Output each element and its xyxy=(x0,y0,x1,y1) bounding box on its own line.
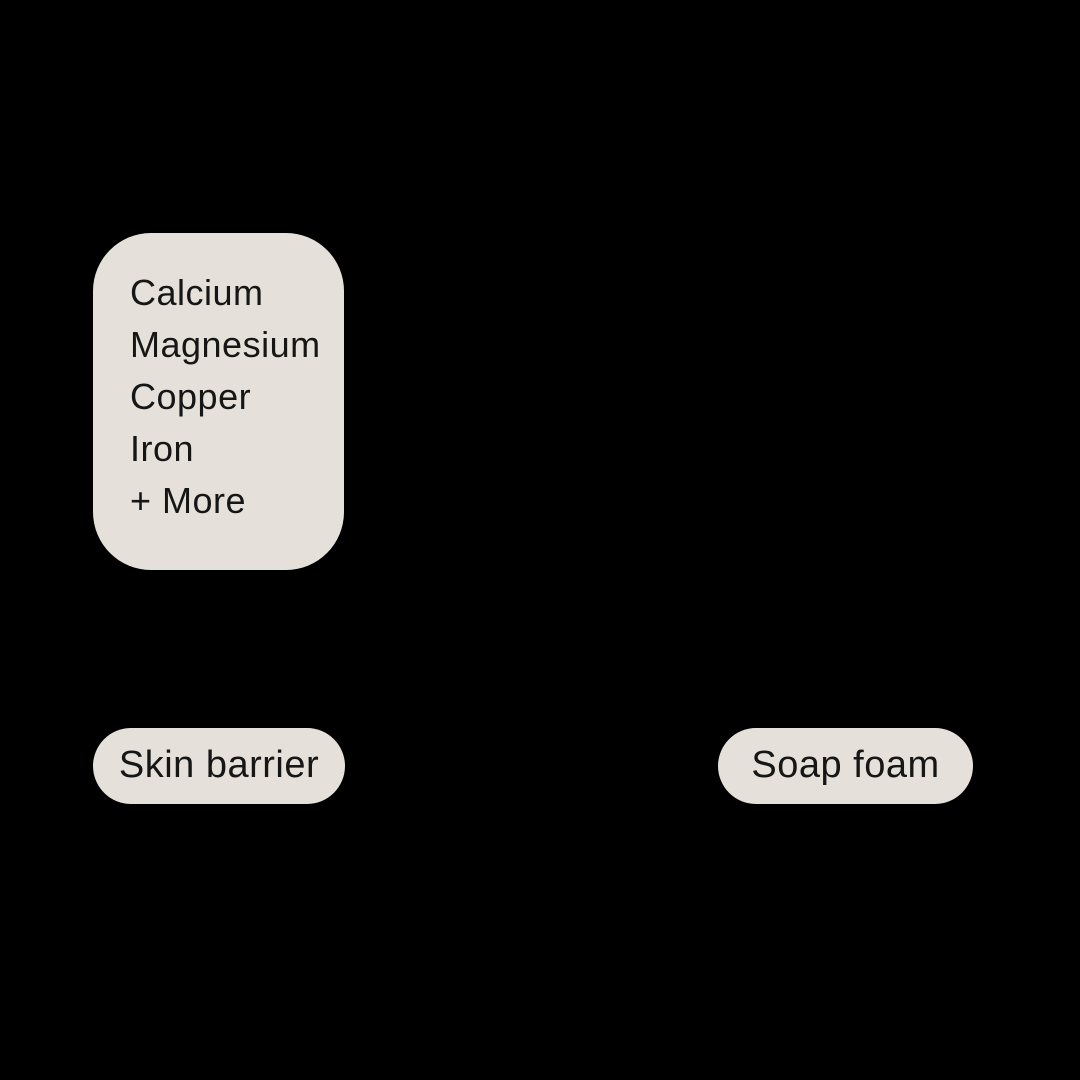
skin-barrier-pill: Skin barrier xyxy=(93,728,345,804)
skin-barrier-label: Skin barrier xyxy=(118,743,320,786)
mineral-item-iron: Iron xyxy=(130,428,195,469)
soap-foam-pill: Soap foam xyxy=(718,728,973,804)
mineral-item-more: + More xyxy=(130,480,247,521)
mineral-item-copper: Copper xyxy=(130,376,252,417)
soap-foam-label: Soap foam xyxy=(751,743,940,786)
mineral-item-magnesium: Magnesium xyxy=(130,324,321,365)
minerals-card: Calcium Magnesium Copper Iron + More xyxy=(93,233,344,570)
mineral-item-calcium: Calcium xyxy=(130,272,264,313)
